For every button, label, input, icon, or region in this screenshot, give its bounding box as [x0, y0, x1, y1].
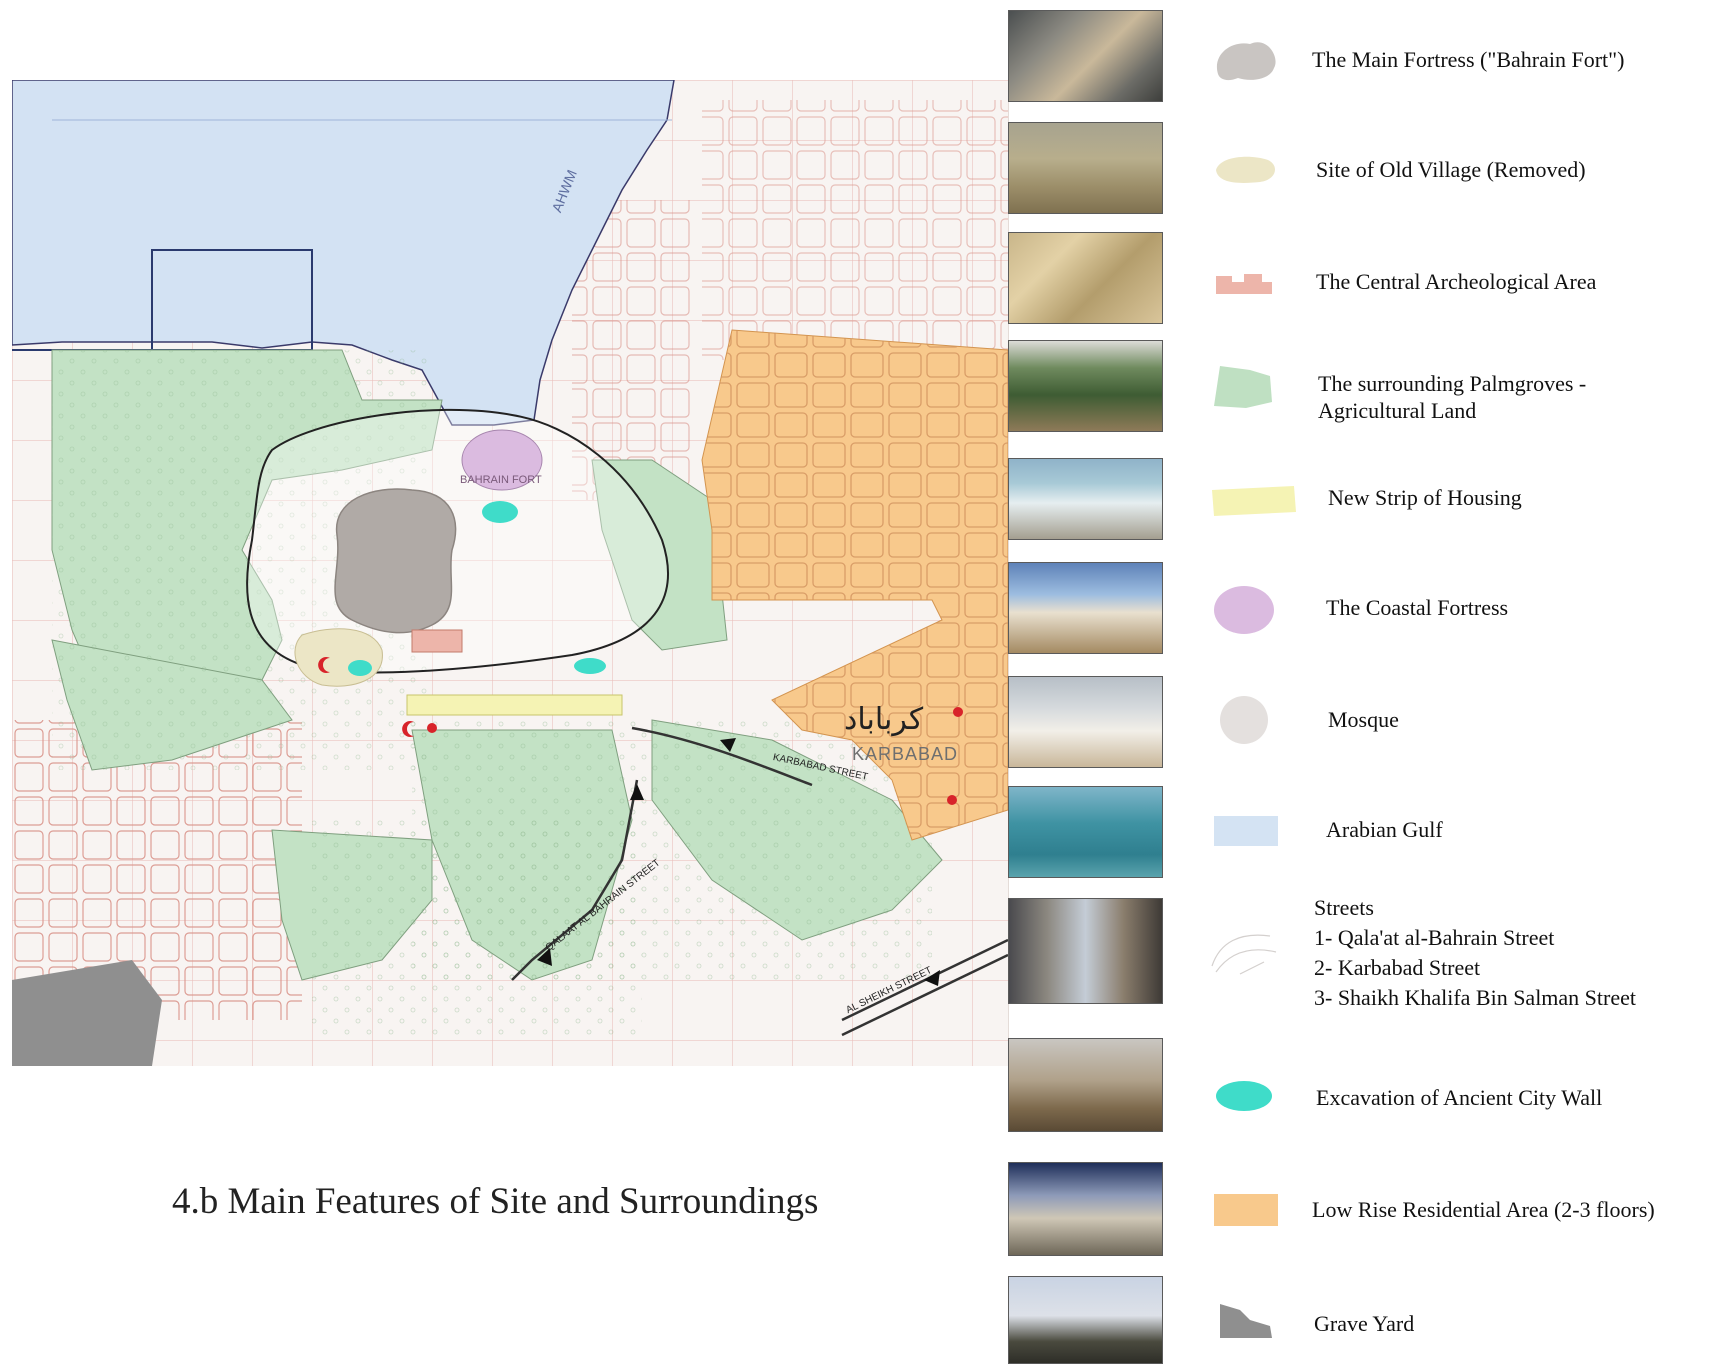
photo-gulf: [1008, 786, 1163, 878]
swatch-archeological: [1210, 272, 1282, 296]
legend-label-new-housing: New Strip of Housing: [1328, 485, 1522, 510]
coastal-fortress-shape: [461, 429, 543, 491]
legend-label-residential: Low Rise Residential Area (2-3 floors): [1312, 1197, 1655, 1222]
swatch-old-village: [1210, 150, 1282, 186]
city-wall-shape-2: [348, 660, 372, 676]
photo-archeological: [1008, 232, 1163, 324]
legend-label-archeological: The Central Archeological Area: [1316, 269, 1597, 294]
photo-new-housing: [1008, 458, 1163, 540]
photo-old-village: [1008, 122, 1163, 214]
legend-label-street-2: 2- Karbabad Street: [1314, 955, 1481, 980]
city-wall-shape-3: [574, 658, 606, 674]
legend-label-palmgroves-2: Agricultural Land: [1318, 398, 1477, 423]
legend-label-street-1: 1- Qala'at al-Bahrain Street: [1314, 925, 1555, 950]
legend-label-palmgroves: The surrounding Palmgroves -: [1318, 371, 1587, 396]
swatch-palmgroves: [1210, 362, 1282, 410]
legend-label-gulf: Arabian Gulf: [1326, 817, 1443, 842]
swatch-new-housing: [1210, 484, 1300, 518]
swatch-main-fortress: [1210, 34, 1282, 84]
legend-label-street-3: 3- Shaikh Khalifa Bin Salman Street: [1314, 985, 1636, 1010]
photo-residential: [1008, 1162, 1163, 1256]
legend-label-main-fortress: The Main Fortress ("Bahrain Fort"): [1312, 47, 1625, 72]
photo-mosque: [1008, 676, 1163, 768]
photo-coastal-fortress: [1008, 562, 1163, 654]
photo-grave-yard: [1008, 1276, 1163, 1364]
site-map: AHWM BAHRAIN FORT كرباباد KARBABAD KARBA…: [12, 80, 1009, 1066]
main-fortress-shape: [334, 488, 457, 634]
legend-label-streets: Streets: [1314, 895, 1374, 920]
legend-label-coastal-fortress: The Coastal Fortress: [1326, 595, 1509, 620]
swatch-streets: [1210, 922, 1282, 978]
new-housing-shape: [406, 694, 623, 716]
city-wall-shape-1: [482, 501, 518, 523]
grave-yard-shape: [12, 960, 162, 1066]
swatch-gulf: [1210, 814, 1282, 848]
archeological-area-shape: [411, 629, 463, 653]
swatch-grave-yard: [1210, 1300, 1282, 1340]
photo-palmgroves: [1008, 340, 1163, 432]
legend-label-grave-yard: Grave Yard: [1314, 1311, 1415, 1336]
legend-label-old-village: Site of Old Village (Removed): [1316, 157, 1586, 182]
map-caption: 4.b Main Features of Site and Surroundin…: [172, 1181, 819, 1222]
arabian-gulf-area: [12, 80, 675, 426]
photo-streets: [1008, 898, 1163, 1004]
legend-label-mosque: Mosque: [1328, 707, 1399, 732]
mosque-markers: [318, 657, 963, 805]
swatch-coastal-fortress: [1210, 584, 1282, 636]
swatch-mosque: [1210, 694, 1282, 746]
swatch-residential: [1210, 1192, 1282, 1228]
swatch-city-wall: [1210, 1078, 1282, 1114]
old-village-shape: [294, 628, 383, 687]
photo-main-fortress: [1008, 10, 1163, 102]
legend-label-city-wall: Excavation of Ancient City Wall: [1316, 1085, 1603, 1110]
photo-city-wall: [1008, 1038, 1163, 1132]
